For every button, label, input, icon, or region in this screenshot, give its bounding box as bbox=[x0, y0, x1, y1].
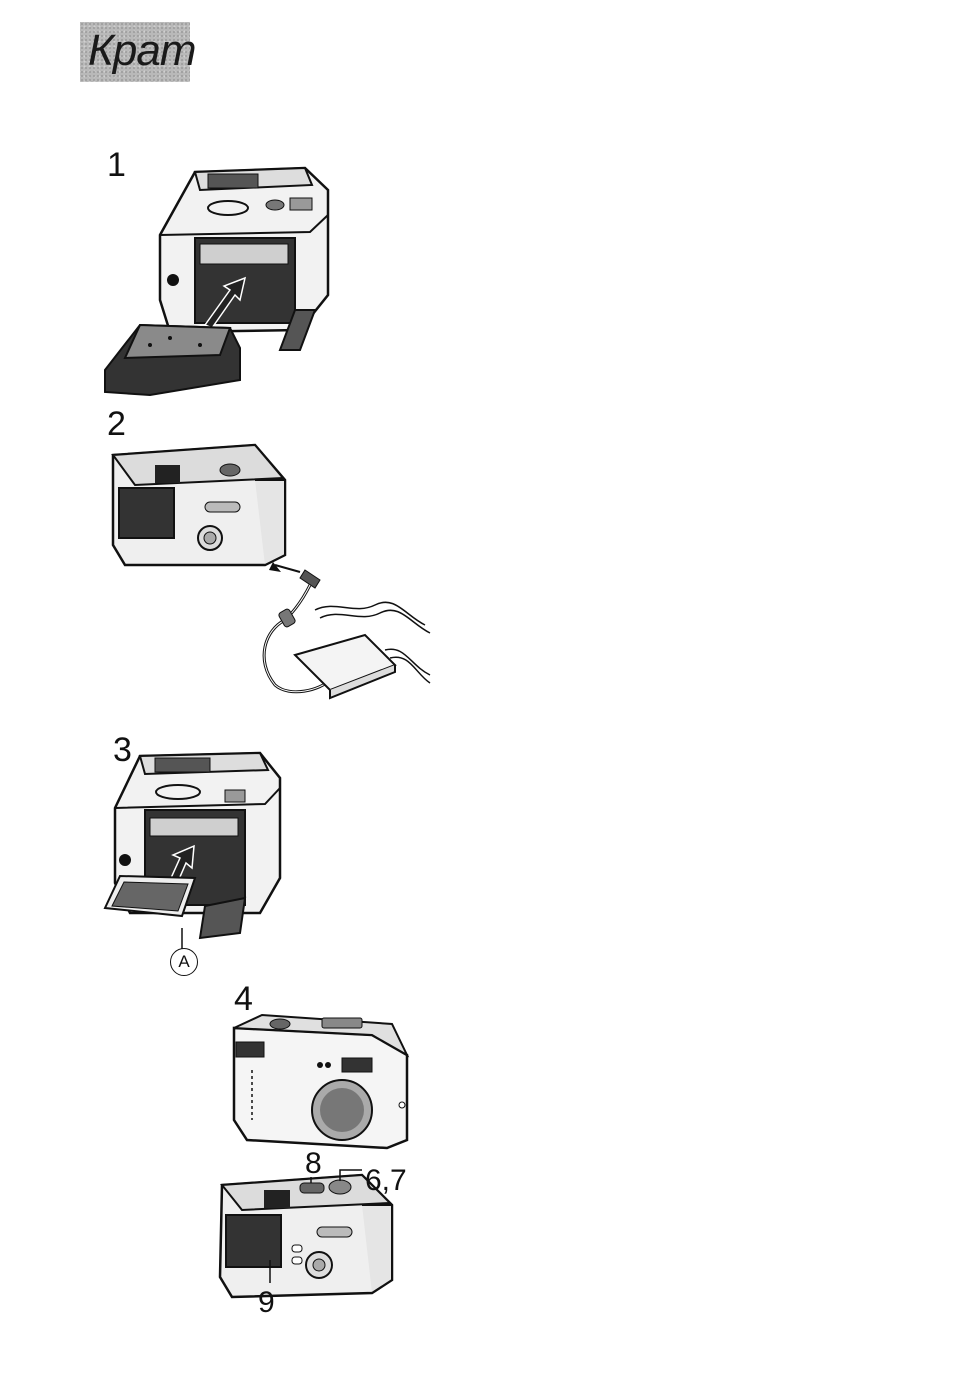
step-2-number: 2 bbox=[107, 407, 126, 441]
camera-ac-adapter-icon bbox=[105, 440, 435, 700]
callout-lcd-9: 9 bbox=[258, 1288, 275, 1318]
section-title: Крат bbox=[88, 26, 196, 76]
camera-card-insert-icon bbox=[100, 748, 290, 953]
card-slot-label: A bbox=[170, 948, 198, 976]
camera-battery-insert-icon bbox=[100, 160, 340, 410]
callout-button-6-7: 6,7 bbox=[365, 1166, 407, 1196]
camera-front-icon bbox=[222, 1010, 412, 1150]
callout-button-8: 8 bbox=[305, 1149, 322, 1179]
